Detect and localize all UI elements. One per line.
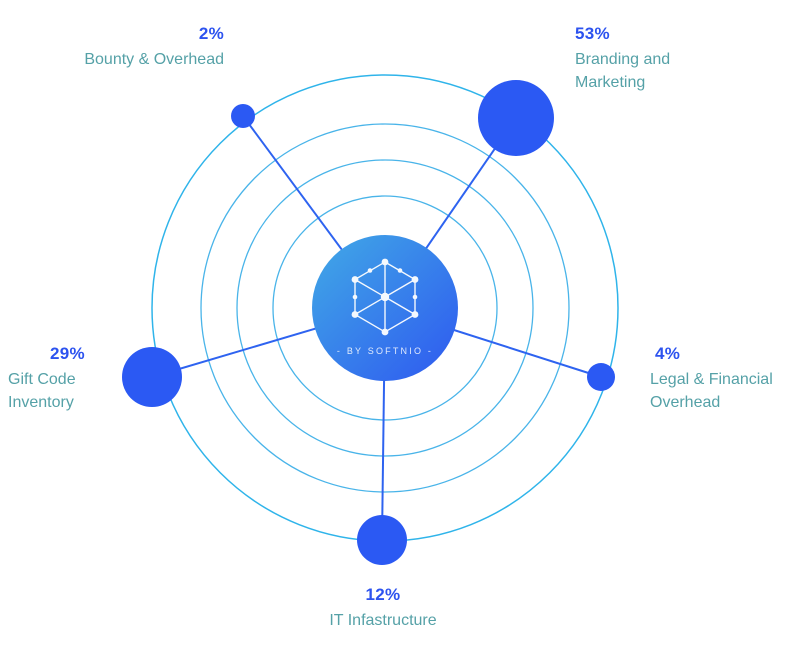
network-node-dots — [351, 258, 419, 336]
orbit-ring-1 — [272, 195, 498, 421]
node-dot-branding-marketing — [478, 80, 554, 156]
label-branding-marketing: 53% Branding and Marketing — [575, 24, 765, 94]
center-caption: - BY SOFTNIO - — [337, 346, 433, 356]
node-dot-bounty-overhead — [231, 104, 255, 128]
percent-value: 53% — [575, 24, 610, 43]
category-label-line: IT Infastructure — [329, 612, 437, 629]
category-label-line: Inventory — [8, 394, 74, 411]
label-gift-code-inventory: 29% Gift Code Inventory — [8, 344, 138, 414]
node-dot-it-infrastructure — [357, 515, 407, 565]
node-dots — [122, 80, 615, 565]
percent-value: 12% — [365, 585, 401, 604]
label-bounty-overhead: 2% Bounty & Overhead — [28, 24, 224, 71]
percent-value: 2% — [198, 24, 224, 43]
percent-value: 29% — [50, 344, 85, 363]
category-label-line: Branding and — [575, 51, 671, 68]
category-label-line: Marketing — [575, 74, 646, 91]
label-legal-financial-overhead: 4% Legal & Financial Overhead — [650, 344, 808, 414]
hexagon-network-icon — [351, 258, 419, 336]
category-label-line: Legal & Financial — [650, 371, 773, 388]
label-it-infrastructure: 12% IT Infastructure — [283, 585, 483, 632]
percent-value: 4% — [655, 344, 681, 363]
category-label-line: Bounty & Overhead — [84, 51, 224, 68]
category-label-line: Overhead — [650, 394, 721, 411]
category-label-line: Gift Code — [8, 371, 76, 388]
orbit-ring-2 — [236, 159, 534, 457]
node-dot-gift-code-inventory — [122, 347, 182, 407]
node-dot-legal-financial-overhead — [587, 363, 615, 391]
orbit-ring-3 — [200, 123, 570, 493]
